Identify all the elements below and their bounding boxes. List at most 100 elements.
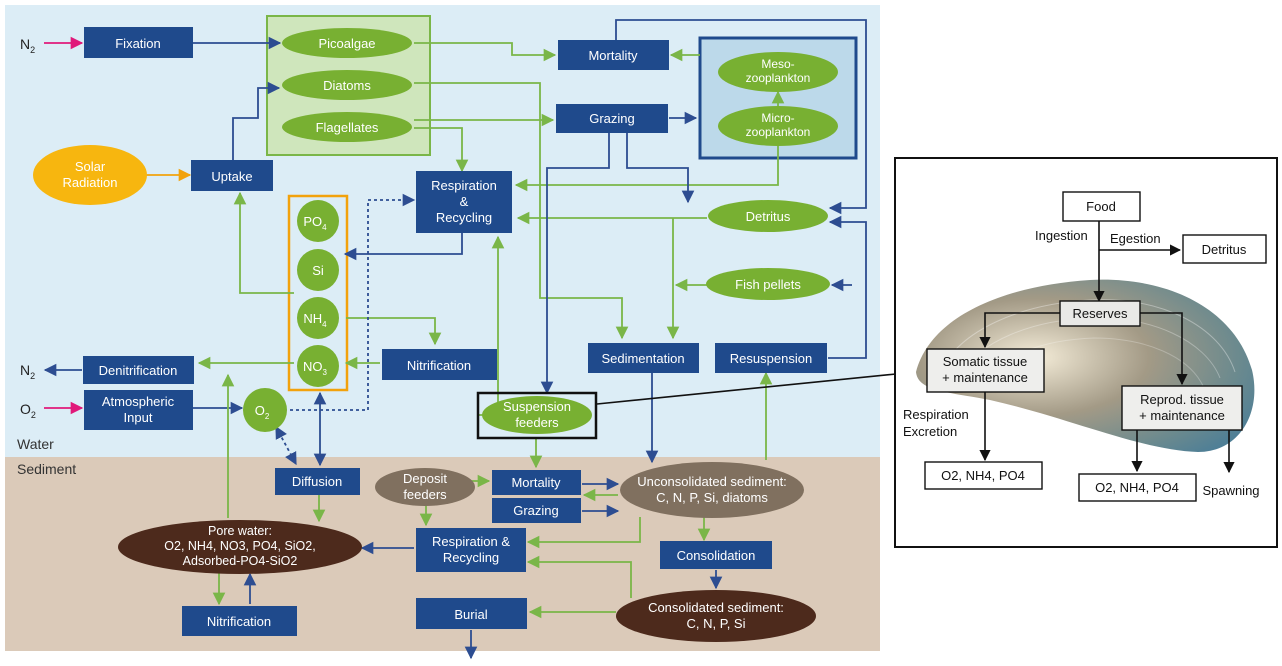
arrow-respiration-po4 (343, 233, 463, 261)
svg-text:Consolidation: Consolidation (677, 548, 756, 563)
reprod-tissue-box: Reprod. tissue+ maintenance (1121, 385, 1243, 431)
svg-text:Consolidated sediment:C, N, P,: Consolidated sediment:C, N, P, Si (648, 600, 784, 631)
arrow-nh4-nitrification (346, 317, 442, 346)
sediment-grazing-box: Grazing (492, 498, 581, 523)
arrow-grazing-suspension (540, 133, 610, 395)
svg-text:Picoalgae: Picoalgae (318, 36, 375, 51)
svg-text:O2, NH4, PO4: O2, NH4, PO4 (1095, 480, 1179, 495)
no3-circle: NO3 (297, 345, 339, 387)
svg-text:Denitrification: Denitrification (99, 363, 178, 378)
burial-box: Burial (416, 598, 527, 629)
fixation-box: Fixation (84, 27, 193, 58)
detritus-ellipse: Detritus (708, 200, 828, 232)
sediment-nitrification-box: Nitrification (182, 606, 297, 636)
arrow-o2-diffusion (275, 425, 297, 466)
water-label: Water (17, 436, 54, 452)
respiration-recycling-box: Respiration&Recycling (416, 171, 512, 233)
svg-text:N2: N2 (20, 362, 35, 381)
arrow-o2-respiration (290, 193, 416, 411)
grazing-box: Grazing (556, 104, 668, 133)
svg-text:Detritus: Detritus (746, 209, 791, 224)
diatoms-ellipse: Diatoms (282, 70, 412, 100)
svg-text:Sedimentation: Sedimentation (601, 351, 684, 366)
mesozooplankton-ellipse: Meso-zooplankton (718, 52, 838, 92)
nh4-circle: NH4 (297, 297, 339, 339)
svg-text:Diffusion: Diffusion (292, 474, 342, 489)
svg-text:Mortality: Mortality (511, 475, 561, 490)
svg-text:Meso-zooplankton: Meso-zooplankton (746, 57, 811, 85)
svg-text:Resuspension: Resuspension (730, 351, 812, 366)
svg-text:Burial: Burial (454, 607, 487, 622)
svg-text:Somatic tissue+ maintenance: Somatic tissue+ maintenance (942, 354, 1028, 385)
uptake-box: Uptake (191, 160, 273, 191)
arrow-diatoms-sedimentation (414, 82, 629, 340)
callout-line (596, 373, 897, 405)
reprod-output-box: O2, NH4, PO4 (1078, 473, 1197, 502)
arrow-reserves-somatic (979, 312, 1060, 349)
pore-water-ellipse: Pore water:O2, NH4, NO3, PO4, SiO2,Adsor… (118, 520, 362, 574)
svg-text:Mortality: Mortality (588, 48, 638, 63)
picoalgae-ellipse: Picoalgae (282, 28, 412, 58)
svg-text:O2: O2 (255, 403, 270, 421)
fish-pellets-ellipse: Fish pellets (706, 268, 830, 300)
svg-text:Flagellates: Flagellates (316, 120, 379, 135)
mortality-box: Mortality (558, 40, 669, 70)
reserves-box: Reserves (1059, 300, 1141, 327)
o2-input-label: O2 (20, 401, 36, 420)
denitrification-box: Denitrification (83, 356, 194, 384)
svg-text:Nitrification: Nitrification (407, 358, 471, 373)
si-circle: Si (297, 249, 339, 291)
nitrification-box: Nitrification (382, 349, 497, 380)
svg-text:Fixation: Fixation (115, 36, 161, 51)
sediment-mortality-box: Mortality (492, 470, 581, 495)
svg-text:PO4: PO4 (303, 214, 327, 232)
svg-text:Grazing: Grazing (513, 503, 559, 518)
arrow-micro-respiration (514, 145, 779, 192)
svg-text:Reserves: Reserves (1073, 306, 1128, 321)
arrow-meso-detritus (615, 19, 867, 215)
ingestion-label: Ingestion (1035, 228, 1088, 243)
svg-text:Si: Si (312, 263, 324, 278)
o2-circle: O2 (243, 388, 287, 432)
svg-text:NH4: NH4 (303, 311, 327, 329)
consolidation-box: Consolidation (660, 541, 772, 569)
diffusion-box: Diffusion (275, 468, 360, 495)
svg-text:Reprod. tissue+ maintenance: Reprod. tissue+ maintenance (1139, 392, 1225, 423)
arrow-resuspension-detritus (828, 215, 867, 359)
svg-text:Food: Food (1086, 199, 1116, 214)
n2-output-label: N2 (20, 362, 35, 381)
consolidated-sediment-ellipse: Consolidated sediment:C, N, P, Si (616, 590, 816, 642)
arrow-flagellates-respiration (414, 127, 469, 173)
spawning-label: Spawning (1202, 483, 1259, 498)
po4-circle: PO4 (297, 200, 339, 242)
arrow-consolidated-respiration (526, 555, 632, 598)
arrow-unconsolidated-respiration (526, 517, 641, 549)
svg-text:Respiration&Recycling: Respiration&Recycling (431, 178, 497, 225)
svg-text:O2, NH4, PO4: O2, NH4, PO4 (941, 468, 1025, 483)
svg-text:Diatoms: Diatoms (323, 78, 371, 93)
svg-text:Unconsolidated sediment:C, N,: Unconsolidated sediment:C, N, P, Si, dia… (637, 474, 787, 505)
svg-text:O2: O2 (20, 401, 36, 420)
inset-detritus-box: Detritus (1182, 234, 1267, 264)
arrow-uptake-phyto (232, 81, 281, 160)
n2-input-label: N2 (20, 36, 35, 55)
microzooplankton-ellipse: Micro-zooplankton (718, 106, 838, 146)
unconsolidated-sediment-ellipse: Unconsolidated sediment:C, N, P, Si, dia… (620, 462, 804, 518)
svg-text:Micro-zooplankton: Micro-zooplankton (746, 111, 811, 139)
svg-text:Detritus: Detritus (1202, 242, 1247, 257)
food-box: Food (1062, 191, 1141, 222)
svg-text:Uptake: Uptake (211, 169, 252, 184)
svg-text:Nitrification: Nitrification (207, 614, 271, 629)
svg-text:NO3: NO3 (303, 359, 328, 377)
